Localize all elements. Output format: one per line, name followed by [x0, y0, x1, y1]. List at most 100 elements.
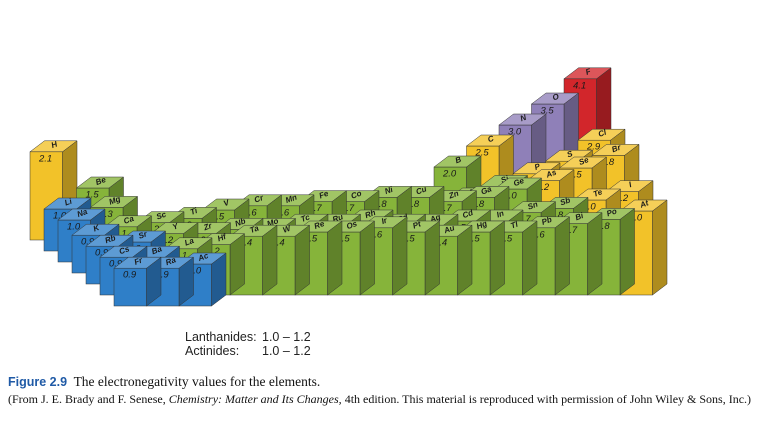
element-value: 2.9: [586, 142, 601, 153]
element-symbol: In: [495, 209, 505, 220]
element-symbol: Ir: [380, 215, 389, 226]
element-value: 1.8: [373, 199, 387, 210]
element-symbol: O: [551, 91, 561, 102]
element-value: 2.0: [628, 213, 643, 224]
electronegativity-3d-periodic-table: H2.1F4.1O3.5N3.0C2.5B2.0Be1.5Li1.0Cl2.9S…: [29, 66, 668, 307]
element-symbol: Ga: [480, 184, 494, 196]
element-value: 1.4: [239, 238, 252, 249]
element-value: 2.5: [567, 170, 582, 181]
bar-side-face: [522, 220, 538, 296]
element-symbol: Pt: [411, 219, 422, 230]
element-value: 1.0: [53, 211, 67, 222]
lanthanides-label: Lanthanides:: [185, 330, 257, 344]
bar-side-face: [327, 220, 343, 296]
element-symbol: As: [544, 167, 558, 179]
bar-top-face: [530, 92, 580, 105]
figure-credit: (From J. E. Brady and F. Senese, Chemist…: [8, 392, 776, 406]
element-value: 2.0: [502, 191, 517, 202]
element-value: 1.2: [160, 235, 174, 246]
actinides-value: 1.0 – 1.2: [262, 344, 311, 358]
bar-top-face: [89, 196, 139, 208]
element-value: 3.5: [540, 106, 554, 117]
figure-caption: Figure 2.9 The electronegativity values …: [8, 374, 776, 406]
element-symbol: Si: [500, 174, 511, 185]
element-symbol: Ra: [164, 255, 177, 267]
bar-front-face: [113, 267, 147, 307]
element-value: 1.8: [596, 221, 610, 232]
element-symbol: Pb: [540, 215, 553, 227]
element-value: 1.4: [434, 238, 447, 249]
element-symbol: P: [533, 161, 542, 172]
bar-side-face: [262, 224, 278, 296]
element-value: 1.5: [211, 212, 225, 223]
element-symbol: Y: [171, 221, 180, 232]
element-symbol: H: [50, 140, 59, 151]
bar-side-face: [652, 199, 668, 296]
figure-title: The electronegativity values for the ele…: [73, 374, 321, 389]
element-bar-fr: Fr0.9: [113, 255, 162, 307]
bar-side-face: [424, 220, 440, 296]
element-value: 1.1: [113, 228, 126, 239]
element-symbol: Fe: [318, 189, 330, 201]
element-symbol: Cd: [461, 208, 475, 220]
element-value: 1.5: [336, 234, 350, 245]
actinides-label: Actinides:: [185, 344, 240, 358]
bar-top-face: [113, 256, 162, 269]
element-symbol: Mn: [284, 193, 298, 205]
element-symbol: Re: [313, 219, 326, 231]
bar-side-face: [554, 216, 570, 296]
element-symbol: Sr: [137, 229, 149, 241]
element-symbol: Hg: [475, 219, 488, 231]
element-value: 1.4: [271, 238, 284, 249]
element-value: 1.6: [276, 207, 290, 218]
element-symbol: Be: [94, 175, 107, 187]
element-value: 2.0: [442, 169, 457, 180]
element-symbol: Ti: [189, 206, 199, 217]
element-value: 2.2: [535, 182, 550, 193]
lanthanides-value: 1.0 – 1.2: [262, 330, 311, 344]
element-value: 1.0: [67, 222, 81, 233]
element-value: 1.6: [243, 207, 257, 218]
element-symbol: S: [566, 149, 575, 160]
bar-side-face: [294, 224, 310, 296]
element-value: 4.1: [573, 80, 586, 91]
element-symbol: Ta: [248, 223, 260, 235]
element-value: 1.6: [369, 229, 383, 240]
element-symbol: Zr: [202, 221, 214, 233]
bar-top-face: [591, 144, 640, 156]
bar-top-face: [433, 155, 482, 168]
element-symbol: Co: [350, 189, 363, 201]
bar-top-face: [99, 245, 148, 258]
element-value: 1.5: [85, 190, 99, 201]
element-symbol: Ba: [150, 244, 163, 256]
element-symbol: Te: [592, 187, 604, 199]
element-symbol: Ni: [383, 185, 394, 196]
element-symbol: Se: [578, 155, 591, 167]
element-symbol: Zn: [447, 189, 460, 201]
element-symbol: Ac: [196, 251, 210, 263]
element-symbol: Cl: [597, 127, 608, 138]
element-symbol: Cr: [253, 193, 265, 205]
element-value: 2.0: [581, 202, 596, 213]
element-symbol: Rb: [104, 233, 117, 245]
element-symbol: Tc: [299, 212, 311, 224]
element-value: 2.1: [38, 153, 52, 164]
element-value: 1.7: [438, 203, 452, 214]
lanthanides-note: Lanthanides: 1.0 – 1.2: [185, 330, 311, 344]
bar-side-face: [392, 216, 408, 296]
bar-top-face: [85, 234, 134, 247]
element-value: 1.8: [550, 210, 564, 221]
element-symbol: Cu: [415, 184, 428, 196]
element-value: 1.7: [564, 225, 578, 236]
element-value: 1.7: [341, 203, 355, 214]
element-symbol: I: [628, 180, 634, 189]
element-value: 1.7: [308, 203, 322, 214]
element-value: 1.8: [406, 199, 420, 210]
element-symbol: Sb: [559, 195, 572, 207]
element-value: 0.9: [81, 237, 95, 248]
element-symbol: N: [519, 113, 528, 124]
element-value: 0.9: [123, 270, 137, 281]
element-symbol: Os: [345, 219, 359, 231]
bar-top-face: [465, 134, 515, 147]
element-symbol: Sn: [526, 200, 539, 212]
